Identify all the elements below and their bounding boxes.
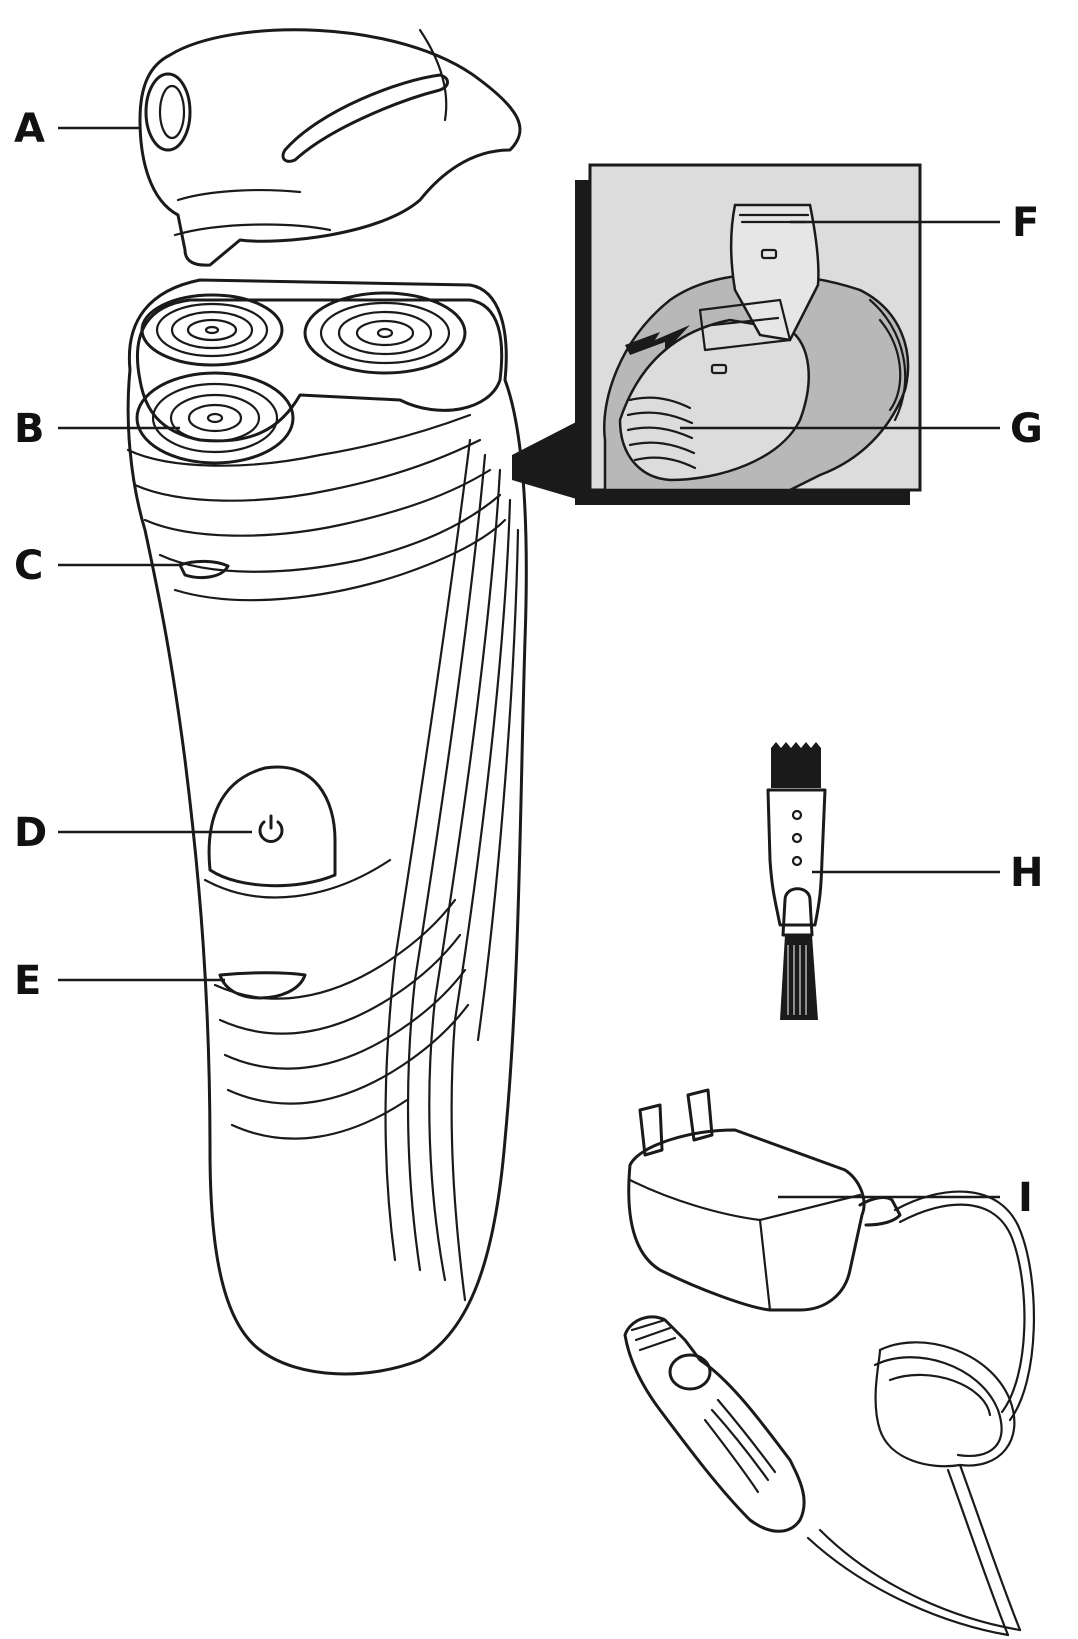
shaver-handle	[126, 278, 528, 1376]
label-d: D	[14, 810, 47, 856]
power-icon	[258, 814, 284, 843]
label-c: C	[14, 543, 43, 589]
protection-cap	[138, 28, 522, 267]
power-adapter	[627, 1088, 1036, 1637]
label-e: E	[14, 958, 41, 1004]
label-h: H	[1010, 850, 1043, 896]
label-a: A	[14, 106, 45, 152]
label-g: G	[1010, 406, 1043, 452]
shaver-plug	[623, 1315, 806, 1533]
cleaning-brush	[766, 742, 827, 1020]
inset-connector	[512, 420, 580, 500]
label-i: I	[1018, 1175, 1033, 1221]
shaving-heads	[135, 291, 504, 465]
slide-arrow-icon	[625, 325, 690, 355]
label-f: F	[1012, 200, 1039, 246]
inset-detail	[575, 163, 922, 505]
label-b: B	[14, 406, 45, 452]
